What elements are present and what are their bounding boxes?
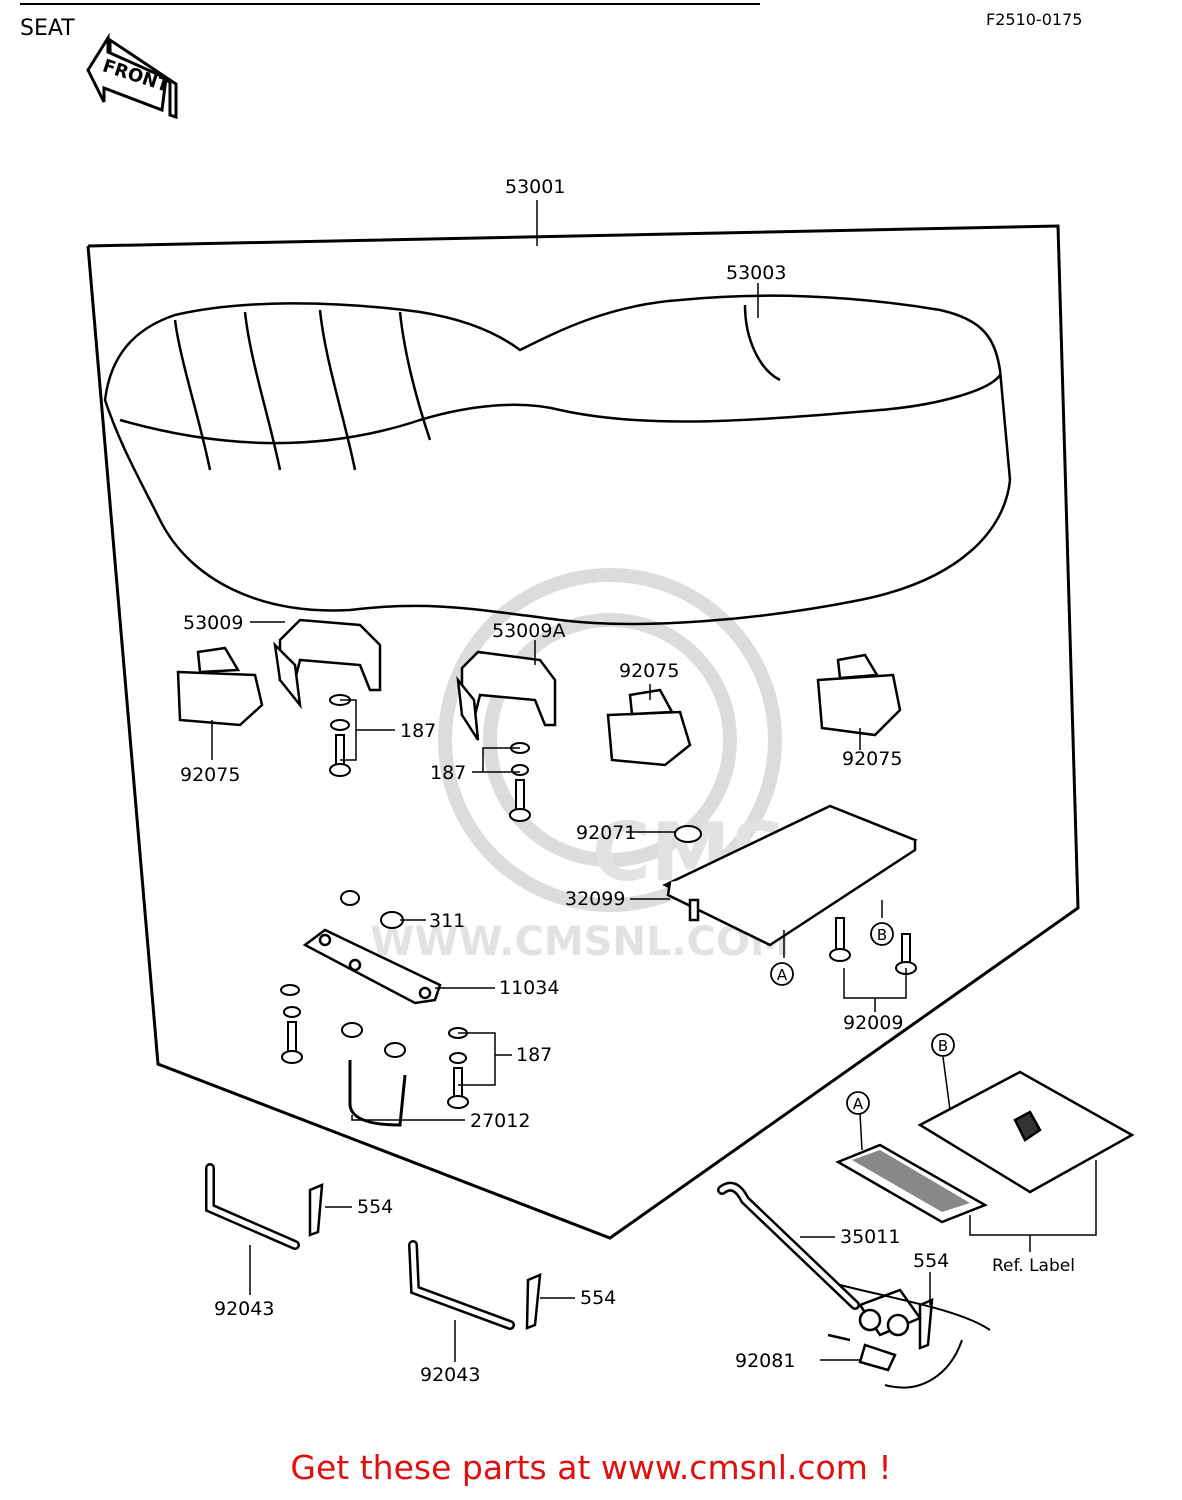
part-label-554-b[interactable]: 554 xyxy=(580,1287,617,1309)
rod-inner xyxy=(207,1165,858,1328)
part-label-187-a[interactable]: 187 xyxy=(400,720,437,742)
part-label-92075-mid[interactable]: 92075 xyxy=(619,660,680,682)
watermark-logo xyxy=(438,568,782,912)
assembly-outline xyxy=(86,224,1080,1240)
label-a-icon xyxy=(835,1143,988,1224)
rod-icon xyxy=(205,1163,860,1330)
seat-icon xyxy=(103,294,1012,626)
bracket-center-icon xyxy=(456,650,557,741)
part-label-53009A[interactable]: 53009A xyxy=(492,620,566,642)
part-label-92075-left[interactable]: 92075 xyxy=(180,764,241,786)
cta-link[interactable]: Get these parts at www.cmsnl.com ! xyxy=(290,1448,892,1487)
part-label-32099[interactable]: 32099 xyxy=(565,888,626,910)
figure-code: F2510-0175 xyxy=(986,10,1083,29)
plate-icon xyxy=(302,928,442,1005)
ref-label[interactable]: Ref. Label xyxy=(992,1256,1075,1276)
part-label-92081[interactable]: 92081 xyxy=(735,1350,796,1372)
callout-b1: B xyxy=(877,926,887,944)
part-label-554-c[interactable]: 554 xyxy=(913,1250,950,1272)
callout-b2: B xyxy=(938,1037,948,1055)
bracket-left-icon xyxy=(273,618,382,710)
u-bolt-icon xyxy=(348,1060,407,1127)
part-label-11034[interactable]: 11034 xyxy=(499,977,560,999)
part-label-92009[interactable]: 92009 xyxy=(843,1012,904,1034)
part-label-92071[interactable]: 92071 xyxy=(576,822,637,844)
tray-icon xyxy=(662,804,918,947)
label-b-icon xyxy=(917,1070,1135,1194)
part-label-92043-b[interactable]: 92043 xyxy=(420,1364,481,1386)
part-label-187-b[interactable]: 187 xyxy=(430,762,467,784)
frame-tube xyxy=(839,1284,991,1389)
part-label-92043-a[interactable]: 92043 xyxy=(214,1298,275,1320)
hinge-icon xyxy=(827,1288,922,1372)
page-title: SEAT xyxy=(20,16,75,41)
part-label-92075-right[interactable]: 92075 xyxy=(842,748,903,770)
part-label-27012[interactable]: 27012 xyxy=(470,1110,531,1132)
part-label-187-c[interactable]: 187 xyxy=(516,1044,553,1066)
part-label-554-a[interactable]: 554 xyxy=(357,1196,394,1218)
part-label-311[interactable]: 311 xyxy=(429,910,466,932)
part-label-53009[interactable]: 53009 xyxy=(183,612,244,634)
part-label-53001[interactable]: 53001 xyxy=(505,176,566,198)
callout-a1: A xyxy=(777,966,788,984)
damper-icon xyxy=(176,646,902,767)
callout-circles xyxy=(770,922,955,1115)
part-label-53003[interactable]: 53003 xyxy=(726,262,787,284)
part-label-35011[interactable]: 35011 xyxy=(840,1226,901,1248)
callout-a2: A xyxy=(853,1095,864,1113)
clip-icon xyxy=(308,1183,934,1350)
front-arrow-icon xyxy=(86,32,178,120)
watermark-site-text: WWW.CMSNL.COM xyxy=(370,919,790,965)
leader-lines xyxy=(211,200,1097,1362)
